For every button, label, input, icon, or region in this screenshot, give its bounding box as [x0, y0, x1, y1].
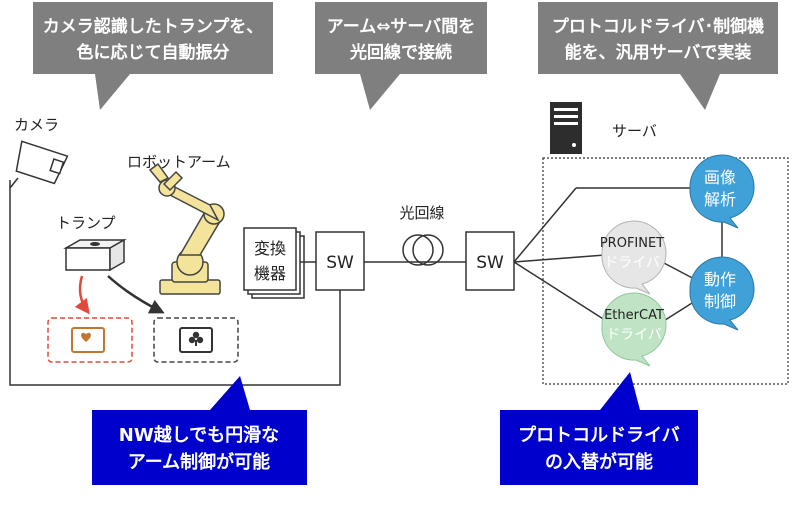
motion-control-bubble: 動作 制御	[689, 256, 755, 331]
image-analysis-line2: 解析	[704, 190, 736, 209]
image-analysis-bubble: 画像 解析	[689, 154, 755, 229]
camera-label: カメラ	[14, 116, 59, 134]
club-icon	[188, 331, 204, 346]
ethercat-line2: ドライバ	[606, 327, 662, 343]
camera-icon	[9, 140, 69, 189]
callout-server-impl: プロトコルドライバ･制御機 能を、汎用サーバで実装	[538, 2, 778, 110]
callout-driver-swap-line1: プロトコルドライバ	[518, 424, 680, 446]
optical-coil-icon	[402, 234, 444, 266]
callout-optical-line2: 光回線で接続	[349, 42, 452, 63]
robot-arm-label: ロボットアーム	[127, 153, 231, 171]
switch-right: SW	[465, 231, 515, 291]
converter-label-line1: 変換	[254, 239, 286, 258]
server-boundary	[542, 157, 789, 385]
server-icon	[550, 102, 582, 154]
robot-arm-icon	[148, 162, 225, 295]
sort-arrow-red	[74, 275, 90, 315]
callout-nw-control-line2: アーム制御が可能	[128, 451, 270, 473]
heart-icon	[81, 332, 91, 342]
converter-box: 変換 機器	[243, 227, 305, 299]
callout-camera-sort: カメラ認識したトランプを、 色に応じて自動振分	[33, 2, 273, 110]
switch-right-label: SW	[476, 253, 504, 273]
card-deck-icon	[63, 238, 127, 272]
sort-arrow-dark	[107, 275, 165, 314]
image-analysis-line1: 画像	[704, 168, 736, 187]
callout-optical: アーム⇔サーバ間を 光回線で接続	[315, 2, 487, 110]
callout-server-impl-line1: プロトコルドライバ･制御機	[552, 16, 764, 37]
dark-card-tray	[153, 317, 239, 363]
callout-nw-control-line1: NW越しでも円滑な	[119, 424, 279, 446]
profinet-line1: PROFINET	[600, 236, 664, 251]
motion-control-line2: 制御	[704, 292, 736, 311]
callout-server-impl-line2: 能を、汎用サーバで実装	[565, 42, 752, 63]
optical-line-label: 光回線	[399, 204, 444, 222]
switch-left: SW	[315, 231, 365, 291]
ethercat-line1: EtherCAT	[604, 308, 664, 323]
profinet-line2: ドライバ	[604, 255, 660, 271]
callout-camera-sort-line1: カメラ認識したトランプを、	[43, 16, 264, 37]
cards-label: トランプ	[56, 214, 116, 232]
callout-driver-swap-line2: の入替が可能	[545, 451, 653, 473]
server-label: サーバ	[612, 122, 657, 140]
feedback-line	[9, 180, 341, 386]
callout-camera-sort-line2: 色に応じて自動振分	[77, 42, 230, 63]
converter-label-line2: 機器	[254, 264, 286, 283]
switch-left-label: SW	[326, 253, 354, 273]
ethercat-driver-bubble: EtherCAT ドライバ	[601, 292, 667, 367]
profinet-driver-bubble: PROFINET ドライバ	[600, 220, 667, 295]
motion-control-line1: 動作	[704, 270, 736, 289]
callout-optical-line1: アーム⇔サーバ間を	[327, 17, 476, 37]
callout-nw-control: NW越しでも円滑な アーム制御が可能	[92, 376, 307, 485]
callout-driver-swap: プロトコルドライバ の入替が可能	[500, 372, 698, 485]
red-card-tray	[47, 317, 133, 363]
